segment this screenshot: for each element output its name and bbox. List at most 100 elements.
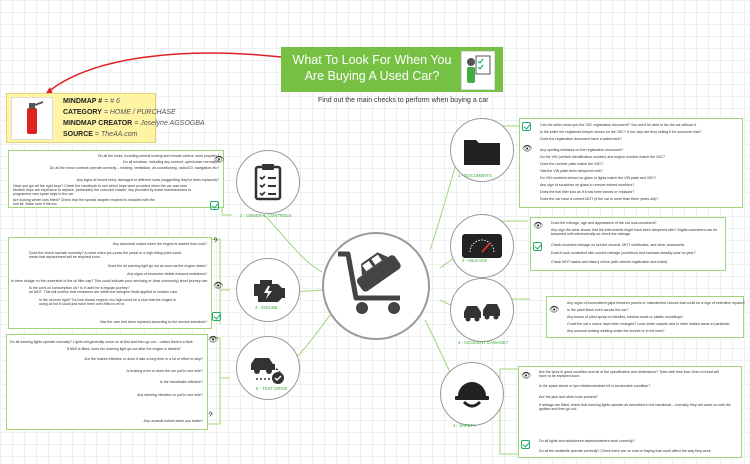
list-item: Do VIN numbers etched on glass or lights… [540, 176, 656, 180]
list-item: programme new spare keys to the car. [13, 192, 75, 196]
list-item: Has the VIN plate been tampered with? [540, 169, 603, 173]
list-item: Can the seller show you the V5C registra… [540, 123, 697, 127]
mileage-label: 2 - MILEAGE [462, 258, 488, 263]
list-item: Is the paint finish even across the car? [567, 308, 629, 312]
title-text: What To Look For When You Are Buying A U… [292, 53, 452, 83]
list-item: Is there sludge on the underside of the … [11, 279, 209, 283]
mindmap-number-row: MINDMAP # = # 6 [63, 98, 120, 105]
list-item: Has the cam belt been replaced according… [99, 320, 207, 324]
list-item: Does the registration document have a wa… [540, 137, 622, 141]
check-icon [210, 201, 219, 210]
engine-box: Any abnormal noises when the engine is s… [8, 237, 212, 329]
list-item: Any unusual noises when you brake? [143, 419, 203, 423]
list-item: Any signs of forced entry, damaged or di… [76, 178, 219, 182]
engine-icon [254, 280, 285, 302]
accident-label: 3 - ACCIDENT DAMAGE? [458, 340, 509, 345]
controls-node [236, 150, 300, 214]
list-item: Is the handbrake effective? [159, 380, 203, 384]
checklist-icon [254, 164, 282, 201]
eye-icon: 👁 [549, 305, 560, 314]
list-item: Are the brakes effective or does it take… [84, 357, 203, 361]
controls-box: Do all the locks, including central lock… [8, 150, 224, 208]
crash-icon [464, 304, 500, 322]
ear-icon: 𝄢 [208, 411, 214, 420]
list-item: Does the car have a current MOT (if the … [540, 197, 658, 201]
list-item: Any sign the wear shows that the instrum… [551, 228, 718, 232]
eye-icon: 👁 [214, 155, 225, 164]
category-row: CATEGORY = HOME / PURCHASE [63, 109, 176, 116]
list-item: Do all warning lights operate normally? … [10, 340, 194, 344]
list-item: Do the VIN (vehicle identification numbe… [540, 155, 666, 159]
eye-icon: 👁 [522, 144, 533, 153]
list-item: tool kit. Make sure it fits too. [13, 202, 58, 206]
list-item: Does it look consistent with current mil… [551, 251, 696, 255]
list-item: Modern keys are expensive to replace, pa… [13, 188, 192, 192]
controls-label: 2 - GENERAL CONTROLS [240, 213, 292, 218]
eye-icon: 👁 [533, 221, 544, 230]
check-icon [533, 242, 542, 251]
list-item: Any sign of scratches on glass to remove… [540, 183, 635, 187]
safety-box: Are the tyres in good condition and all … [518, 366, 742, 458]
list-item: Are the jack and other tools present? [539, 395, 598, 399]
documents-node [450, 118, 514, 182]
list-item: Do all the minor controls operate correc… [49, 166, 219, 170]
list-item: Have you got all the right keys? Check t… [13, 184, 188, 188]
meta-info-box: MINDMAP # = # 6 CATEGORY = HOME / PURCHA… [6, 93, 205, 143]
list-item: Is braking even or does the car pull to … [126, 369, 203, 373]
odometer-icon [462, 234, 502, 258]
list-item: Are locking wheel nuts fitted? Check tha… [13, 198, 155, 202]
list-item: Does the fuel filler lock as if it has b… [540, 190, 635, 194]
list-item: Does the oil warning light go out as soo… [107, 264, 207, 268]
accident-box: Any signs of inconsistent gaps between p… [546, 296, 745, 338]
cart-car-icon [338, 251, 401, 314]
list-item: Check MOT status and history online (wit… [551, 260, 669, 264]
safety-label: 4 - SAFETY [453, 423, 476, 428]
ear-icon: 𝄢 [213, 237, 219, 246]
person-checklist-icon [461, 51, 495, 90]
folder-icon [464, 140, 500, 165]
mileage-node [450, 214, 514, 278]
list-item: Do all windows, including any sunroof, o… [123, 160, 219, 164]
mindmap-title: What To Look For When You Are Buying A U… [281, 47, 503, 92]
list-item: tampered with electronically so check th… [551, 232, 632, 236]
list-item: Any signs of excessive visible exhaust e… [127, 272, 207, 276]
list-item: Do all lights and windscreen wipers/wash… [539, 439, 635, 443]
list-item: Does the number plate match the V5C? [540, 162, 604, 166]
safety-node [440, 362, 504, 426]
list-item: mean that replacement will be required s… [29, 255, 101, 259]
list-item: Check recorded mileage on service record… [551, 243, 686, 247]
center-node [322, 232, 430, 340]
list-item: Do all the locks, including central lock… [97, 154, 219, 158]
list-item: Is the spare wheel or tyre inflation/sea… [539, 384, 651, 388]
car-route-icon [251, 358, 284, 384]
list-item: If ABS is fitted, does the warning light… [67, 347, 181, 351]
list-item: Does the mileage, age and appearance of … [551, 221, 657, 225]
test-drive-node [236, 336, 300, 400]
accident-node [450, 278, 514, 342]
engine-label: 3 - ENGINE [255, 305, 278, 310]
list-item: Any abnormal noises when the engine is s… [112, 242, 207, 246]
documents-box: Can the seller show you the V5C registra… [519, 118, 743, 208]
list-item: If airbags are fitted, check that warnin… [539, 403, 731, 407]
list-item: Is the car's oil consumption ok? Is it u… [29, 286, 130, 290]
list-item: Do all the seatbelts operate correctly? … [539, 449, 712, 453]
test-drive-box: Do all warning lights operate normally? … [6, 334, 208, 430]
list-item: Any signs of inconsistent gaps between p… [567, 301, 745, 305]
helmet-icon [455, 382, 489, 408]
source-row: SOURCE = TheAA.com [63, 131, 138, 138]
list-item: Are the tyres in good condition and all … [539, 370, 719, 374]
eye-icon: 👁 [213, 281, 224, 290]
list-item: Does the clutch operate normally? A nois… [29, 251, 182, 255]
check-icon [522, 122, 531, 131]
fire-extinguisher-icon [11, 97, 53, 140]
list-item: Any unusual looking welding under the bo… [567, 329, 665, 333]
list-item: Any steering vibration or pull to one si… [137, 393, 203, 397]
mindmap-subtitle: Find out the main checks to perform when… [318, 97, 489, 104]
engine-node [236, 258, 300, 322]
list-item: ignition and then go out. [539, 407, 578, 411]
check-icon [521, 440, 530, 449]
list-item: Could the car's colour have been changed… [567, 322, 731, 326]
check-icon [212, 312, 221, 321]
list-item: an MOT. This will confirm that emissions… [29, 290, 178, 294]
eye-icon: 👁 [521, 371, 532, 380]
